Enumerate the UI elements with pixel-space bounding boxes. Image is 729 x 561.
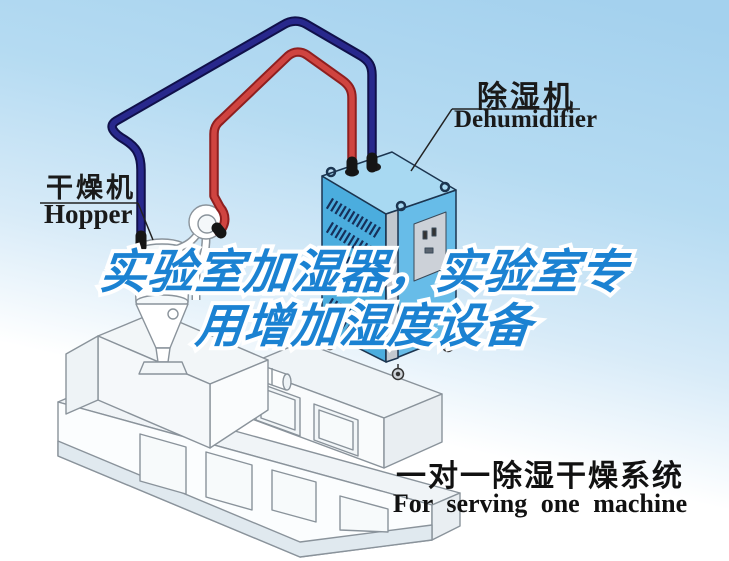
hopper-dryer-unit: [131, 204, 224, 375]
dehumidifier-leader-line: [410, 108, 453, 172]
caption-title: 一对一除湿干燥系统: [396, 460, 684, 493]
hopper-sight-glass: [167, 308, 179, 320]
extruder-right-box: [243, 341, 443, 469]
dehumidifier-label-en: Dehumidifier: [454, 106, 598, 133]
caption-subtitle: For serving one machine: [392, 489, 688, 518]
headline-line2: 用增加湿度设备: [193, 299, 535, 352]
dehumidifier-label-zh: 除湿机: [477, 81, 576, 114]
eyebolt-rings: [325, 166, 451, 212]
blue-hose: [107, 16, 378, 253]
red-hose: [209, 47, 358, 239]
dryer-leader-line: [137, 202, 154, 241]
dryer-label-en: Hopper: [44, 199, 133, 229]
corner-trim: [385, 209, 399, 363]
extruder-riser-block: [65, 311, 269, 449]
control-panel: [413, 211, 447, 282]
caster-wheels: [323, 334, 455, 381]
vent-slats: [325, 197, 384, 351]
dryer-label-zh: 干燥机: [46, 173, 136, 203]
extruder-machine: [57, 311, 461, 558]
